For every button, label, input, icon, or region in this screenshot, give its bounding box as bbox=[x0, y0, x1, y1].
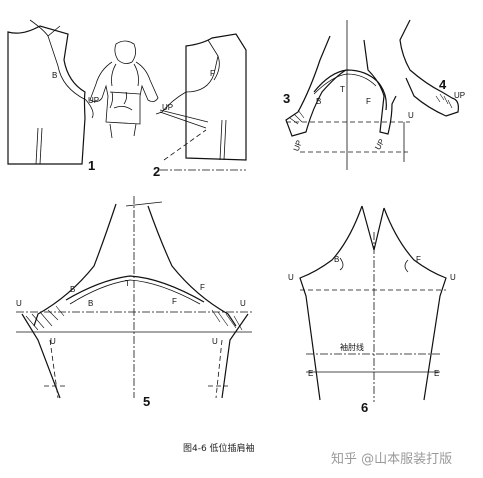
p1-label-b: B bbox=[52, 71, 57, 80]
panel-1-number: 1 bbox=[88, 158, 95, 173]
p3-label-t: T bbox=[340, 85, 345, 94]
p3-label-b: B bbox=[316, 97, 321, 106]
figure-caption: 图4-6 低位插肩袖 bbox=[183, 444, 255, 454]
panel-4-number: 4 bbox=[439, 77, 447, 92]
p5-label-u-4: U bbox=[212, 337, 218, 346]
p3-label-up-1: UP bbox=[292, 139, 304, 153]
p5-label-b-2: B bbox=[88, 299, 93, 308]
p1-label-up: UP bbox=[88, 96, 99, 105]
p5-label-u-1: U bbox=[16, 299, 22, 308]
panel-2-number: 2 bbox=[153, 164, 160, 179]
panel-5-combined-draft: B B T F F U U U U 5 bbox=[16, 196, 252, 409]
panel-5-number: 5 bbox=[143, 394, 150, 409]
p5-label-u-2: U bbox=[50, 337, 56, 346]
panel-3-sleeve-cut: B T F U UP UP 3 bbox=[283, 20, 414, 170]
p2-label-f: F bbox=[210, 69, 215, 78]
p6-label-f: F bbox=[416, 255, 421, 264]
p3-label-u: U bbox=[408, 111, 414, 120]
p3-label-up-2: UP bbox=[373, 137, 386, 151]
p5-label-f-1: F bbox=[172, 297, 177, 306]
p6-label-b: B bbox=[334, 255, 339, 264]
p5-label-u-3: U bbox=[240, 299, 246, 308]
p3-label-f: F bbox=[366, 97, 371, 106]
panel-3-number: 3 bbox=[283, 91, 290, 106]
watermark: 知乎 @山本服装打版 bbox=[331, 452, 453, 467]
garment-sketch-icon bbox=[89, 40, 159, 139]
p5-label-f-2: F bbox=[200, 283, 205, 292]
p6-label-e-2: E bbox=[434, 369, 439, 378]
p5-label-b-1: B bbox=[70, 285, 75, 294]
p6-label-e-1: E bbox=[308, 369, 313, 378]
panel-2-front-bodice: F UP 2 bbox=[153, 33, 247, 179]
p4-label-up: UP bbox=[454, 91, 465, 100]
p6-label-elbow-line: 袖肘线 bbox=[340, 342, 364, 352]
panel-6-finished-sleeve: B F U U 袖肘线 E E 6 bbox=[288, 205, 456, 415]
panel-4-front-sleeve: UP 4 bbox=[399, 19, 465, 117]
p2-label-up: UP bbox=[162, 103, 173, 112]
panel-6-number: 6 bbox=[361, 400, 368, 415]
p6-label-u-2: U bbox=[450, 273, 456, 282]
p5-label-t: T bbox=[125, 279, 130, 288]
p6-label-u-1: U bbox=[288, 273, 294, 282]
panel-1-back-bodice: B UP 1 bbox=[7, 19, 99, 173]
